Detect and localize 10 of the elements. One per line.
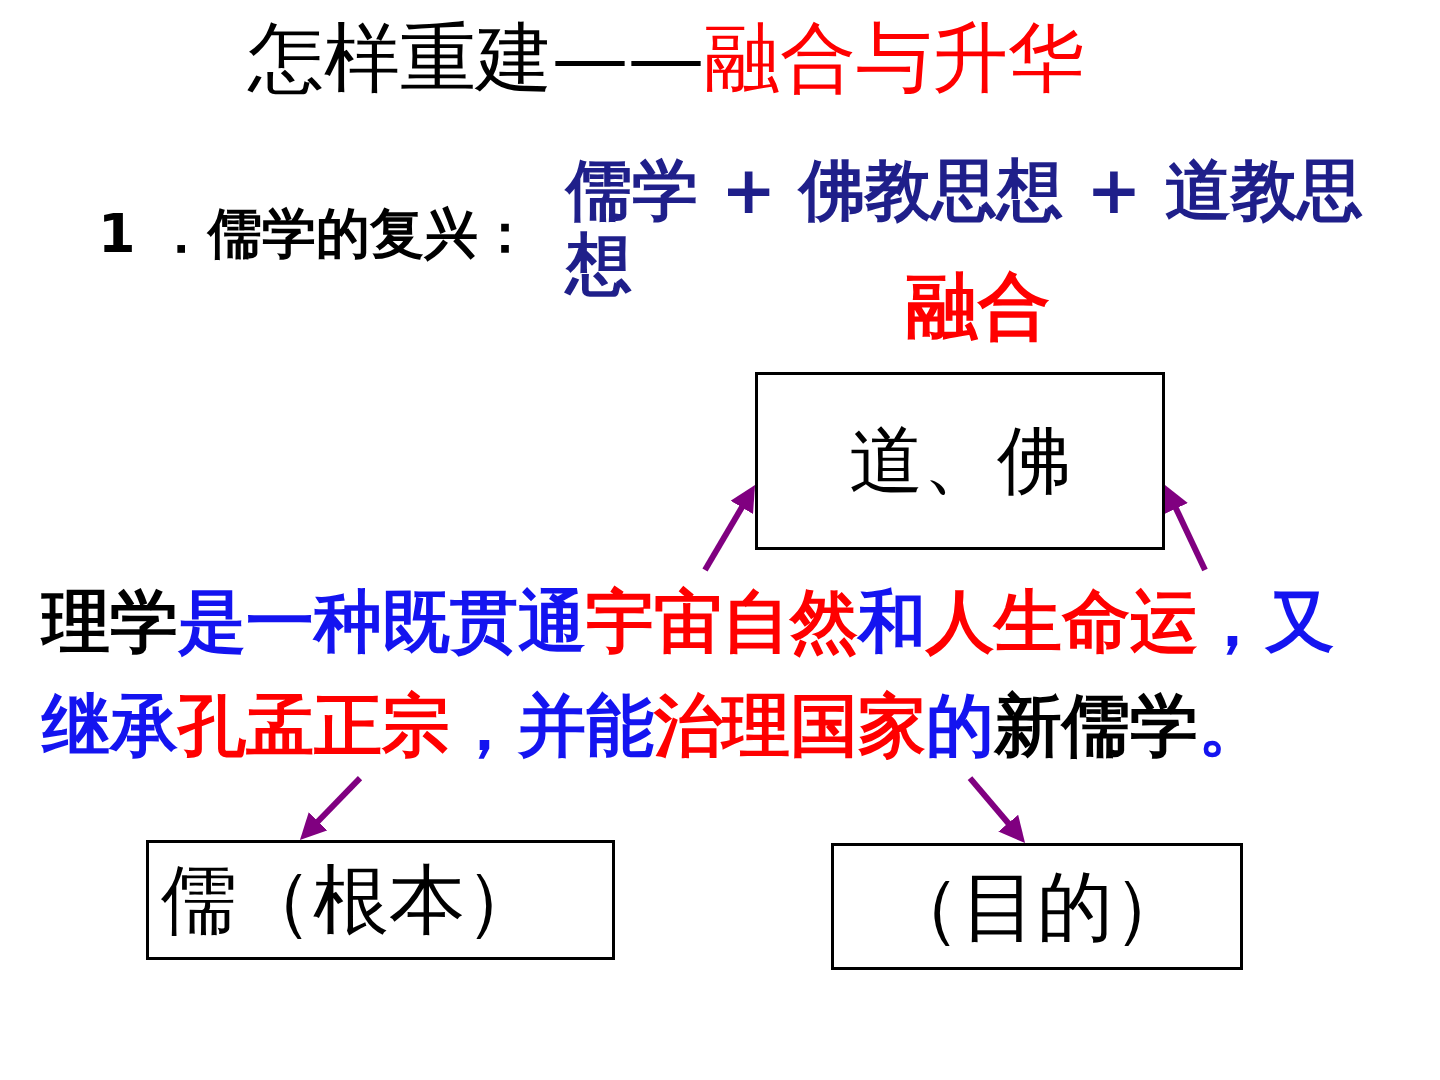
arrow [967,776,1026,843]
section-heading: 1 ．儒学的复兴： [98,204,533,265]
arrow [299,776,363,840]
concept-box: （目的） [831,843,1243,970]
arrow [702,485,755,572]
statement-text: 理学是一种既贯通宇宙自然和人生命运，又继承孔孟正宗，并能治理国家的新儒学。 [42,570,1338,779]
slide-title: 怎样重建——融合与升华 [248,12,1084,104]
concept-box: 儒（根本） [146,840,615,960]
arrow [1164,485,1208,572]
concept-box: 道、佛 [755,372,1165,550]
